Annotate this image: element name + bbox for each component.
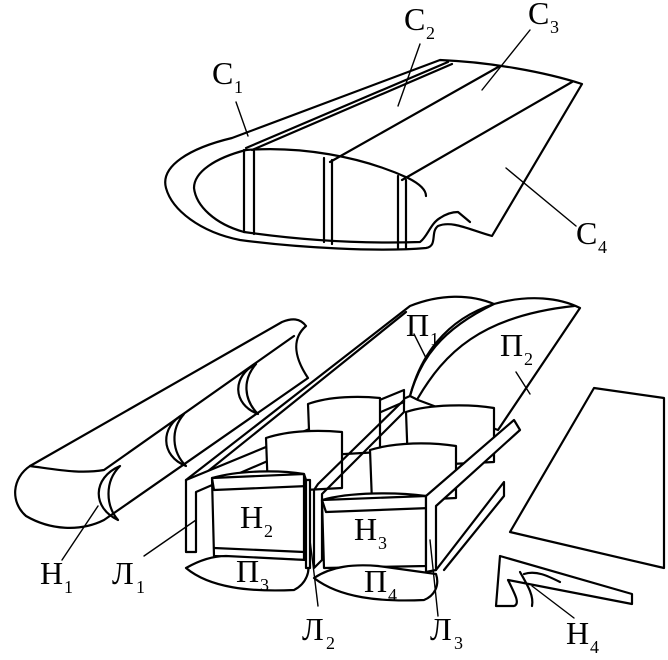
label-c3: C 3 bbox=[528, 0, 559, 37]
label-p3-sub: 3 bbox=[260, 575, 269, 595]
spar-l1 bbox=[184, 388, 406, 554]
nose-rib-2 bbox=[165, 412, 188, 468]
leader-h1 bbox=[61, 505, 99, 561]
wing-inner-lower bbox=[242, 216, 442, 244]
trailing-edge-panel bbox=[508, 386, 666, 570]
spar-l2 bbox=[304, 478, 312, 570]
label-c1-sub: 1 bbox=[234, 77, 243, 97]
label-l2-main: Л bbox=[302, 611, 324, 647]
label-l1-sub: 1 bbox=[136, 577, 145, 597]
label-c4: C 4 bbox=[576, 215, 607, 257]
spar-1 bbox=[242, 148, 256, 236]
seam-c1-c2 bbox=[244, 60, 450, 150]
rib-h2-front bbox=[210, 470, 306, 562]
label-h3: Н 3 bbox=[354, 511, 387, 553]
wing-nose-inner bbox=[192, 148, 248, 234]
label-p3-main: П bbox=[236, 553, 259, 589]
label-h3-main: Н bbox=[354, 511, 377, 547]
label-l1: Л 1 bbox=[112, 555, 145, 597]
spar-and-rib-group-left bbox=[143, 388, 406, 607]
leading-edge-top-line bbox=[28, 334, 296, 473]
leader-l3 bbox=[429, 539, 439, 617]
lower-panel-p4 bbox=[312, 564, 439, 602]
label-p1-sub: 1 bbox=[430, 329, 439, 349]
label-c2-main: C bbox=[404, 1, 425, 37]
label-c2: C 2 bbox=[404, 1, 435, 43]
label-h1-sub: 1 bbox=[64, 577, 73, 597]
assembled-wing bbox=[164, 29, 584, 251]
label-c4-main: C bbox=[576, 215, 597, 251]
label-h2: Н 2 bbox=[240, 499, 273, 541]
leader-c1 bbox=[235, 101, 249, 137]
label-p4-main: П bbox=[364, 563, 387, 599]
trailing-edge-group bbox=[494, 386, 666, 619]
leader-c3 bbox=[481, 29, 531, 91]
nose-rib-1 bbox=[97, 464, 122, 522]
trailing-rib-h4 bbox=[494, 554, 634, 608]
seam-c2-c3 bbox=[328, 64, 502, 164]
label-l3-main: Л bbox=[430, 611, 452, 647]
label-l2-sub: 2 bbox=[326, 633, 335, 653]
label-c2-sub: 2 bbox=[426, 23, 435, 43]
label-h3-sub: 3 bbox=[378, 533, 387, 553]
label-c1-main: C bbox=[212, 55, 233, 91]
label-c3-main: C bbox=[528, 0, 549, 31]
wing-outer-contour bbox=[164, 58, 584, 251]
label-h2-main: Н bbox=[240, 499, 263, 535]
label-l1-main: Л bbox=[112, 555, 134, 591]
label-h4: Н 4 bbox=[566, 615, 599, 657]
lower-panel-p3 bbox=[184, 554, 310, 592]
label-p1-main: П bbox=[406, 307, 429, 343]
label-p3: П 3 bbox=[236, 553, 269, 595]
label-h4-sub: 4 bbox=[590, 637, 599, 657]
leader-c2 bbox=[397, 43, 421, 107]
label-l2: Л 2 bbox=[302, 611, 335, 653]
panel-p2-inner bbox=[416, 304, 576, 400]
label-h4-main: Н bbox=[566, 615, 589, 651]
leader-p1 bbox=[413, 333, 427, 359]
trailing-rib-h4-curl bbox=[518, 570, 562, 608]
nose-rib-3 bbox=[237, 362, 260, 416]
seam-c3-c4 bbox=[400, 80, 574, 182]
wing-tab bbox=[438, 210, 472, 224]
label-l3-sub: 3 bbox=[454, 633, 463, 653]
spar-2 bbox=[322, 156, 334, 246]
label-p2-sub: 2 bbox=[524, 349, 533, 369]
label-c1: C 1 bbox=[212, 55, 243, 97]
leader-c4 bbox=[505, 167, 577, 227]
label-h2-sub: 2 bbox=[264, 521, 273, 541]
label-c4-sub: 4 bbox=[598, 237, 607, 257]
leading-edge-outline bbox=[14, 318, 310, 529]
label-h1-main: Н bbox=[40, 555, 63, 591]
label-h1: Н 1 bbox=[40, 555, 73, 597]
spar-3 bbox=[396, 174, 408, 250]
label-p1: П 1 bbox=[406, 307, 439, 349]
leader-l2 bbox=[309, 539, 319, 607]
label-p4-sub: 4 bbox=[388, 585, 397, 605]
spar-and-rib-group-right bbox=[312, 404, 522, 617]
spar-l3-back bbox=[434, 480, 506, 572]
leader-h4 bbox=[531, 585, 575, 619]
label-p2-main: П bbox=[500, 327, 523, 363]
panel-p1-inner bbox=[190, 310, 408, 486]
wing-inner-upper bbox=[244, 148, 428, 198]
label-c3-sub: 3 bbox=[550, 17, 559, 37]
leader-l1 bbox=[143, 519, 197, 557]
leading-edge-piece bbox=[14, 318, 310, 561]
upper-panel-p2 bbox=[408, 297, 582, 432]
label-l3: Л 3 bbox=[430, 611, 463, 653]
rib-h2-flange-bottom bbox=[212, 546, 306, 554]
label-p4: П 4 bbox=[364, 563, 397, 605]
leader-p2 bbox=[515, 371, 531, 395]
label-p2: П 2 bbox=[500, 327, 533, 369]
seam-c1-c2-b bbox=[250, 62, 454, 152]
